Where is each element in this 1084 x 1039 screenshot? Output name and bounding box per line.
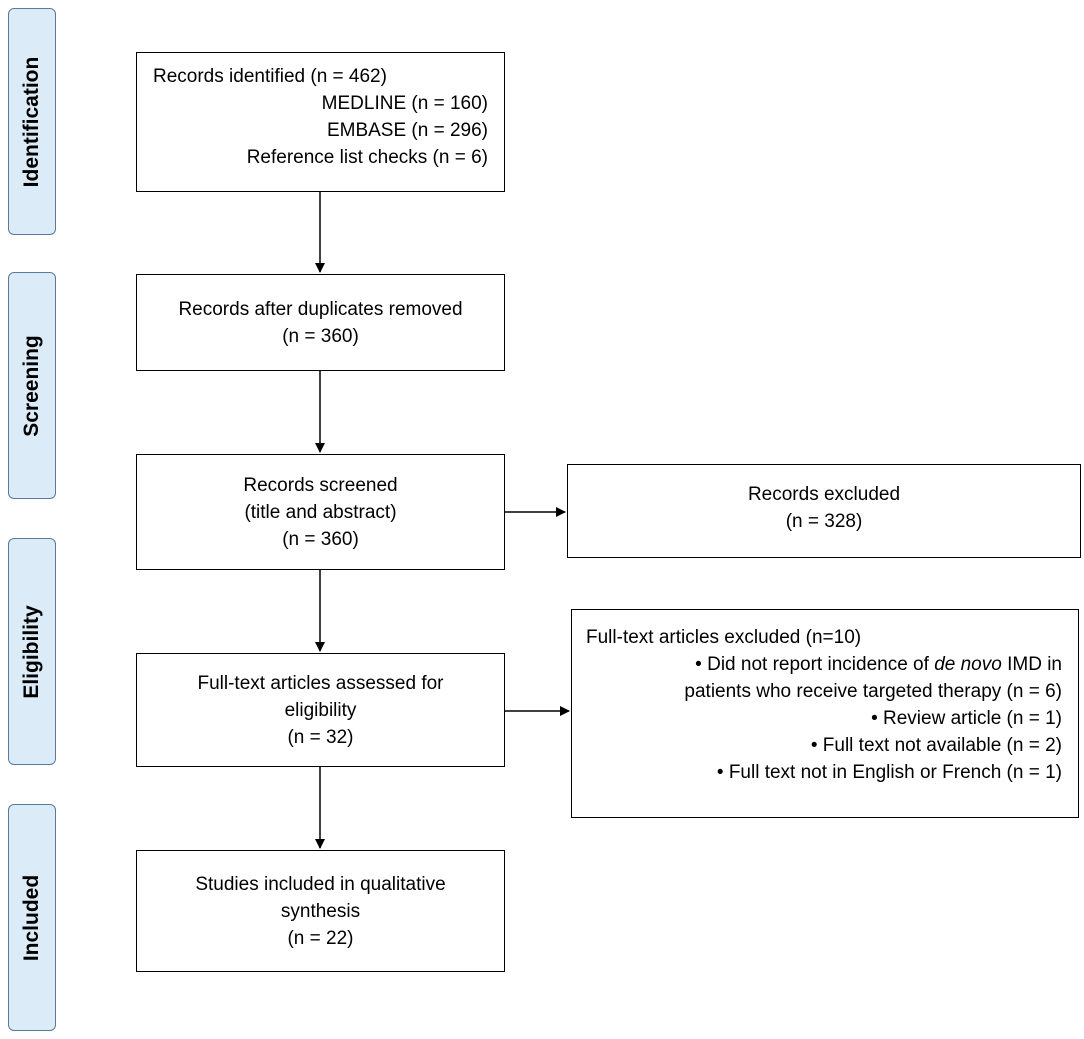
stage-screening: Screening (8, 272, 56, 499)
reason-1-text-end: IMD in (1001, 654, 1062, 675)
reason-1-italic: de novo (934, 654, 1002, 675)
stage-identification: Identification (8, 8, 56, 235)
fulltext-sublabel: eligibility (284, 699, 357, 721)
records-identified-box: Records identified (n = 462) MEDLINE (n … (136, 52, 505, 192)
source-reference-checks: Reference list checks (n = 6) (246, 147, 488, 168)
records-screened-box: Records screened (title and abstract) (n… (136, 454, 505, 570)
screened-label: Records screened (243, 474, 398, 496)
fulltext-excluded-box: Full-text articles excluded (n=10) • Did… (571, 609, 1079, 818)
screened-count: (n = 360) (282, 528, 359, 550)
screened-sublabel: (title and abstract) (244, 501, 397, 523)
included-sublabel: synthesis (280, 900, 361, 922)
included-label: Studies included in qualitative (195, 873, 446, 895)
reason-1-text-start: • Did not report incidence of (695, 654, 935, 675)
fulltext-excluded-title: Full-text articles excluded (n=10) (586, 627, 862, 648)
exclusion-reason-3: • Full text not available (n = 2) (810, 735, 1062, 756)
stage-included: Included (8, 804, 56, 1031)
exclusion-reason-1-continued: patients who receive targeted therapy (n… (684, 681, 1062, 702)
exclusion-reason-1: • Did not report incidence of de novo IM… (586, 651, 1062, 678)
records-identified-title: Records identified (n = 462) (153, 66, 387, 87)
records-excluded-box: Records excluded (n = 328) (567, 464, 1081, 558)
fulltext-assessed-box: Full-text articles assessed for eligibil… (136, 653, 505, 767)
excluded-label: Records excluded (747, 484, 901, 505)
included-count: (n = 22) (287, 927, 354, 949)
fulltext-label: Full-text articles assessed for (197, 672, 444, 694)
duplicates-label: Records after duplicates removed (178, 298, 463, 320)
studies-included-box: Studies included in qualitative synthesi… (136, 850, 505, 972)
exclusion-reason-2: • Review article (n = 1) (871, 708, 1062, 729)
fulltext-count: (n = 32) (287, 726, 354, 748)
source-medline: MEDLINE (n = 160) (321, 93, 488, 114)
duplicates-count: (n = 360) (282, 325, 359, 347)
stage-eligibility: Eligibility (8, 538, 56, 765)
exclusion-reason-4: • Full text not in English or French (n … (716, 762, 1062, 783)
duplicates-removed-box: Records after duplicates removed (n = 36… (136, 274, 505, 371)
source-embase: EMBASE (n = 296) (326, 120, 488, 141)
excluded-count: (n = 328) (785, 511, 863, 532)
